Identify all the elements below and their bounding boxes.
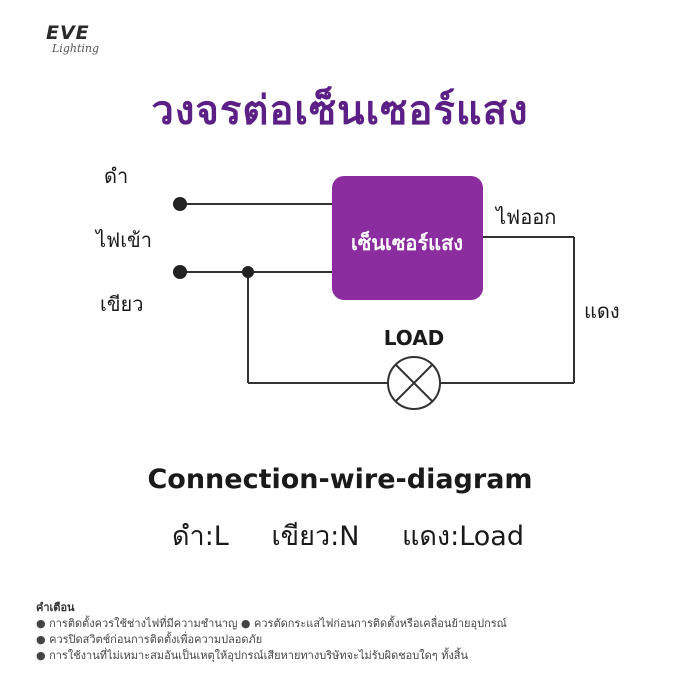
logo-main-text: EVE [46,22,90,44]
label-output: ไฟออก [494,205,556,229]
lamp-cross-b [395,364,433,402]
warning-line-1: ● การติดตั้งควรใช้ช่างไฟที่มีความชำนาญ ●… [36,617,507,630]
warning-line-2: ● ควรปิดสวิตช์ก่อนการติดตั้งเพื่อความปลอ… [36,633,263,646]
label-black: ดำ [104,164,128,188]
label-red: แดง [584,299,620,323]
terminal-black-dot [173,197,187,211]
junction-dot [242,266,254,278]
label-green: เขียว [100,292,143,316]
logo-sub-text: Lighting [52,42,100,55]
warning-line-3: ● การใช้งานที่ไม่เหมาะสมอันเป็นเหตุให้อุ… [36,649,469,662]
legend-red: แดง:Load [402,521,524,552]
wire-legend: ดำ:L เขียว:N แดง:Load [172,514,558,557]
legend-black: ดำ:L [172,521,229,552]
diagram-subtitle: Connection-wire-diagram [147,464,533,495]
sensor-box [332,176,483,300]
page-title: วงจรต่อเซ็นเซอร์แสง [151,88,529,134]
brand-logo: EVE Lighting [46,22,116,64]
legend-green: เขียว:N [271,521,360,552]
sensor-label: เซ็นเซอร์แสง [351,230,463,255]
label-input: ไฟเข้า [94,228,152,252]
terminal-green-dot [173,265,187,279]
warning-title: คำเตือน [36,601,75,614]
load-label: LOAD [384,326,445,350]
warning-block: คำเตือน ● การติดตั้งควรใช้ช่างไฟที่มีควา… [36,600,507,664]
